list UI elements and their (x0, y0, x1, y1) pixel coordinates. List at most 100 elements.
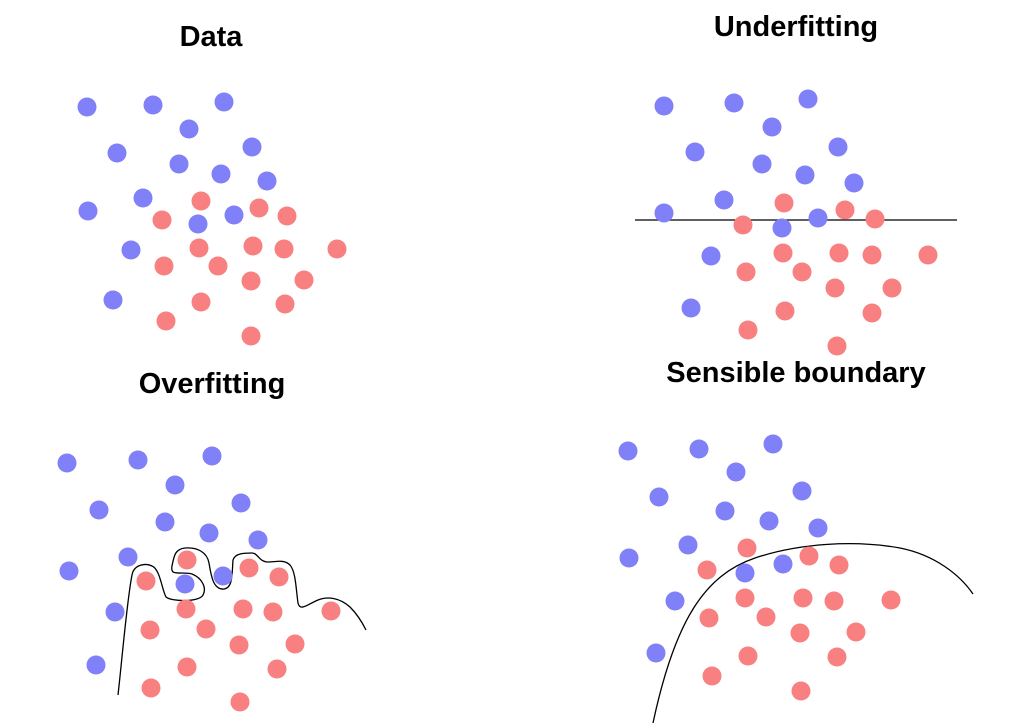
underfitting-point-blue (654, 96, 674, 116)
sensible-point-blue (715, 501, 735, 521)
overfitting-point-red (269, 567, 289, 587)
overfitting-point-blue (86, 655, 106, 675)
underfitting-points (654, 89, 938, 356)
underfitting-point-blue (654, 203, 674, 223)
underfitting-point-red (829, 243, 849, 263)
sensible-point-red (881, 590, 901, 610)
underfitting-point-red (835, 200, 855, 220)
sensible-point-blue (773, 554, 793, 574)
underfitting-point-blue (701, 246, 721, 266)
sensible-point-red (824, 591, 844, 611)
underfitting-point-red (827, 336, 847, 356)
panel-overfitting: Overfitting (57, 368, 367, 712)
sensible-point-blue (619, 548, 639, 568)
overfitting-point-blue (118, 547, 138, 567)
overfitting-point-blue (105, 602, 125, 622)
underfitting-point-red (865, 209, 885, 229)
underfitting-point-blue (681, 298, 701, 318)
data-point-red (243, 236, 263, 256)
sensible-point-blue (649, 487, 669, 507)
overfitting-point-red (177, 657, 197, 677)
sensible-point-red (799, 546, 819, 566)
underfitting-point-red (773, 243, 793, 263)
data-point-blue (77, 97, 97, 117)
underfitting-point-red (775, 301, 795, 321)
sensible-point-blue (689, 439, 709, 459)
data-point-blue (133, 188, 153, 208)
overfitting-point-blue (199, 523, 219, 543)
data-point-red (152, 210, 172, 230)
overfitting-point-blue (89, 500, 109, 520)
data-point-blue (103, 290, 123, 310)
sensible-point-blue (618, 441, 638, 461)
data-point-blue (143, 95, 163, 115)
sensible-point-red (793, 588, 813, 608)
overfitting-point-red (140, 620, 160, 640)
data-point-blue (214, 92, 234, 112)
underfitting-point-blue (685, 142, 705, 162)
sensible-point-red (738, 646, 758, 666)
overfitting-point-red (176, 599, 196, 619)
sensible-point-blue (759, 511, 779, 531)
data-point-red (191, 191, 211, 211)
underfitting-point-red (825, 278, 845, 298)
sensible-point-red (699, 608, 719, 628)
overfitting-point-red (285, 634, 305, 654)
overfitting-point-blue (155, 512, 175, 532)
underfitting-point-blue (808, 208, 828, 228)
data-point-red (249, 198, 269, 218)
data-point-red (241, 326, 261, 346)
overfitting-point-blue (175, 574, 195, 594)
sensible-point-red (737, 538, 757, 558)
sensible-point-blue (808, 518, 828, 538)
underfitting-point-red (882, 278, 902, 298)
overfitting-point-blue (57, 453, 77, 473)
underfitting-point-red (862, 303, 882, 323)
underfitting-point-blue (798, 89, 818, 109)
data-point-blue (257, 171, 277, 191)
data-point-blue (188, 214, 208, 234)
underfitting-point-blue (724, 93, 744, 113)
underfitting-point-red (733, 215, 753, 235)
overfitting-point-blue (165, 475, 185, 495)
data-point-blue (224, 205, 244, 225)
underfitting-point-red (738, 320, 758, 340)
overfitting-point-red (196, 619, 216, 639)
sensible-point-blue (665, 591, 685, 611)
overfitting-point-blue (202, 446, 222, 466)
data-point-red (274, 239, 294, 259)
data-point-red (191, 292, 211, 312)
panel-data: Data (77, 21, 347, 346)
data-point-red (277, 206, 297, 226)
panel-sensible-boundary: Sensible boundary (618, 357, 974, 723)
underfitting-point-red (774, 193, 794, 213)
data-point-red (154, 256, 174, 276)
sensible-point-red (790, 623, 810, 643)
sensible-point-blue (646, 643, 666, 663)
underfitting-point-blue (752, 154, 772, 174)
underfitting-point-blue (714, 190, 734, 210)
underfitting-point-red (862, 245, 882, 265)
sensible-point-red (702, 666, 722, 686)
data-point-blue (107, 143, 127, 163)
sensible-point-red (846, 622, 866, 642)
panel-title-overfitting: Overfitting (139, 368, 286, 400)
data-point-red (327, 239, 347, 259)
sensible-boundary-line (652, 543, 974, 723)
data-point-blue (179, 119, 199, 139)
sensible-point-red (735, 588, 755, 608)
panel-underfitting: Underfitting (635, 11, 957, 356)
underfitting-point-blue (844, 173, 864, 193)
sensible-point-blue (763, 434, 783, 454)
overfitting-point-blue (59, 561, 79, 581)
overfitting-point-red (229, 635, 249, 655)
overfitting-point-red (141, 678, 161, 698)
data-point-red (241, 271, 261, 291)
sensible-point-red (756, 607, 776, 627)
data-point-blue (121, 240, 141, 260)
overfitting-point-blue (248, 530, 268, 550)
sensible-point-blue (792, 481, 812, 501)
overfitting-point-red (136, 571, 156, 591)
data-point-blue (169, 154, 189, 174)
overfitting-point-blue (128, 450, 148, 470)
